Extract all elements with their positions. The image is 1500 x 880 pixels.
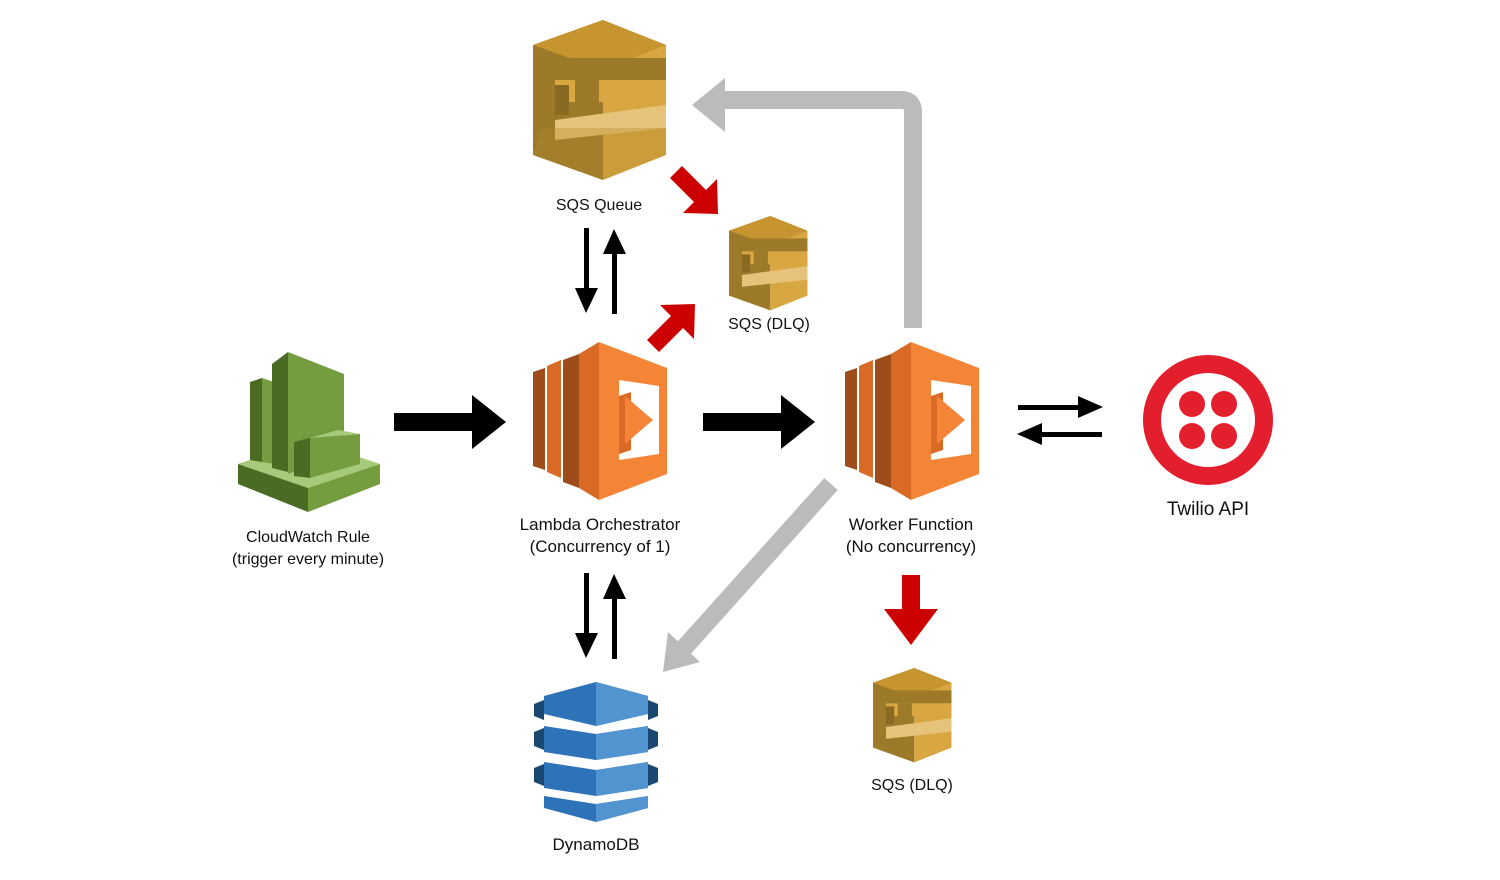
orchestrator-dlq-label-line1: SQS (DLQ)	[728, 316, 810, 333]
cloudwatch-label-line2: (trigger every minute)	[231, 551, 385, 568]
twilio-icon	[1143, 355, 1273, 485]
sqs-queue-icon	[533, 20, 666, 180]
worker-to-dynamodb-arrow	[663, 477, 838, 672]
worker-dlq-label-line1: SQS (DLQ)	[871, 777, 953, 794]
worker-label-line2: (No concurrency)	[845, 537, 977, 556]
dynamodb-icon	[534, 682, 658, 822]
queue-to-orchestrator-arrow	[575, 228, 598, 313]
cloudwatch-to-orchestrator-arrow	[394, 395, 506, 449]
dynamodb-to-orchestrator-arrow	[603, 574, 626, 659]
queue-to-dlq-arrow	[670, 166, 718, 214]
worker-to-sqs-queue-arrow	[692, 78, 922, 328]
lambda-icon-worker	[845, 342, 979, 500]
twilio-to-worker-arrow	[1017, 423, 1102, 445]
orchestrator-dlq-label: SQS (DLQ)	[689, 314, 849, 336]
cloudwatch-label-line1: CloudWatch Rule	[246, 529, 370, 546]
sqs-dlq-icon-orchestrator	[729, 216, 808, 311]
dynamodb-label: DynamoDB	[506, 834, 686, 856]
orchestrator-to-dlq-arrow	[647, 304, 695, 352]
dynamodb-label-line1: DynamoDB	[552, 835, 640, 854]
orchestrator-label-line2: (Concurrency of 1)	[529, 537, 671, 556]
orchestrator-label: Lambda Orchestrator (Concurrency of 1)	[480, 514, 720, 558]
worker-label-line1: Worker Function	[848, 515, 974, 534]
sqs-dlq-icon-worker	[873, 668, 952, 763]
sqs-queue-label: SQS Queue	[519, 195, 679, 217]
orchestrator-to-worker-arrow	[703, 395, 815, 449]
orchestrator-label-line1: Lambda Orchestrator	[519, 515, 681, 534]
worker-dlq-label: SQS (DLQ)	[832, 775, 992, 797]
worker-to-twilio-arrow	[1018, 396, 1103, 418]
twilio-label: Twilio API	[1108, 499, 1308, 521]
orchestrator-to-dynamodb-arrow	[575, 573, 598, 658]
cloudwatch-label: CloudWatch Rule (trigger every minute)	[198, 527, 418, 571]
twilio-label-line1: Twilio API	[1166, 499, 1250, 520]
worker-to-dlq-arrow	[884, 575, 938, 645]
sqs-queue-label-line1: SQS Queue	[555, 197, 643, 214]
cloudwatch-icon	[238, 352, 380, 512]
worker-label: Worker Function (No concurrency)	[791, 514, 1031, 558]
lambda-icon-orchestrator	[533, 342, 667, 500]
orchestrator-to-queue-arrow	[603, 229, 626, 314]
